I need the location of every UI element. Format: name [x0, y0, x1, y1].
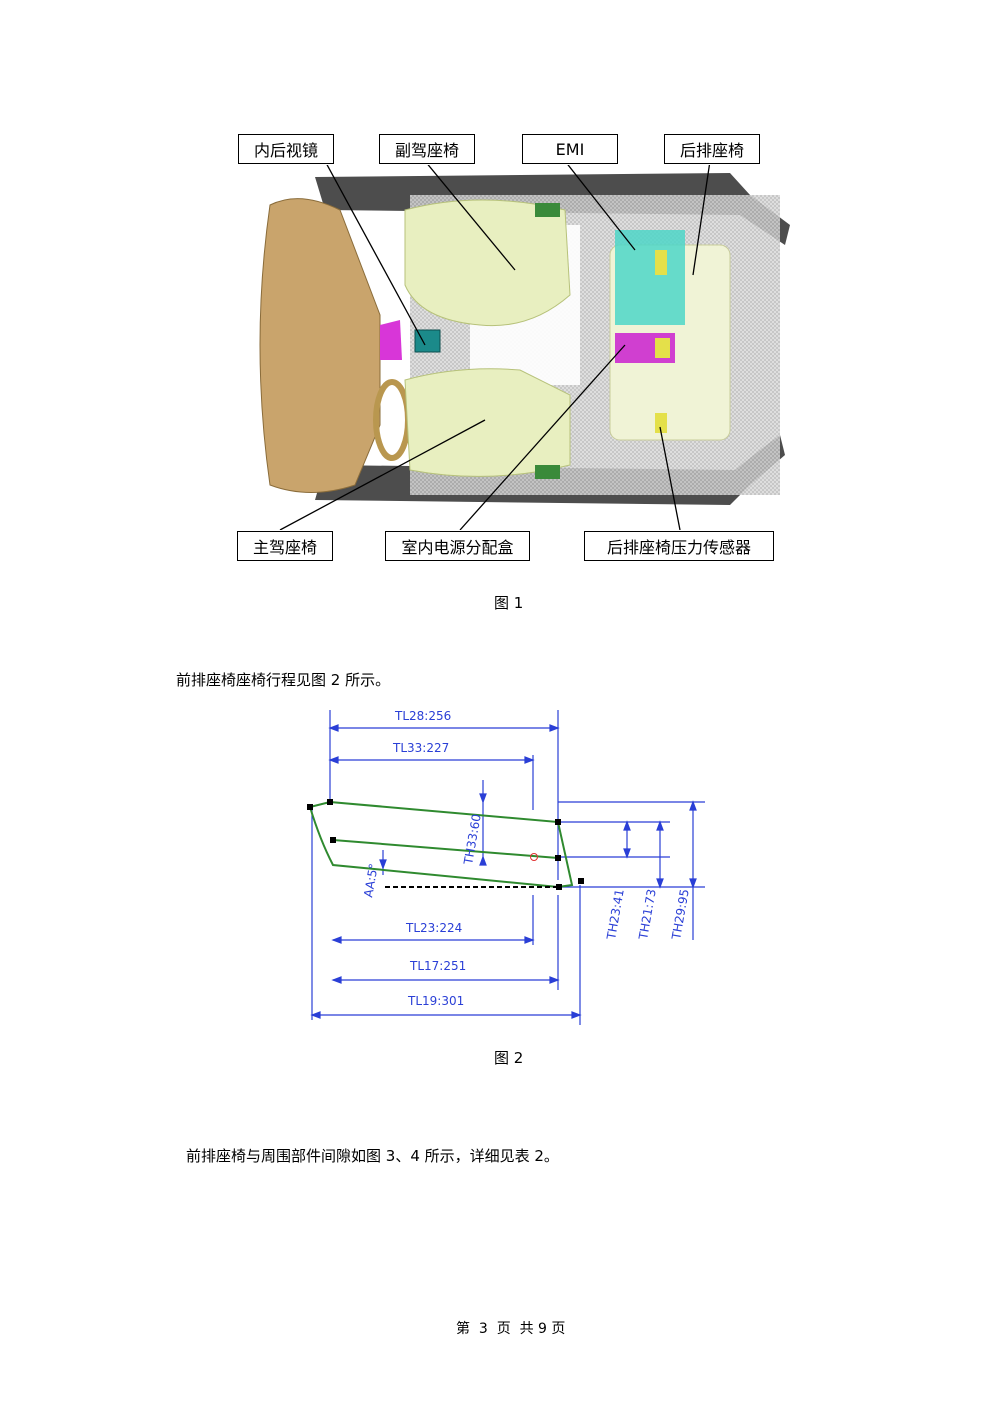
dim-tl28: TL28:256 [394, 709, 451, 723]
label-passenger-seat: 副驾座椅 [379, 134, 475, 164]
paragraph-clearance: 前排座椅与周围部件间隙如图 3、4 所示，详细见表 2。 [186, 1147, 559, 1165]
dim-tl23: TL23:224 [405, 921, 462, 935]
dim-th21: TH21:73 [636, 888, 659, 942]
figure2-caption: 图 2 [494, 1049, 524, 1067]
label-driver-seat: 主驾座椅 [237, 531, 333, 561]
label-power-box: 室内电源分配盒 [385, 531, 530, 561]
dim-aa: AA:5° [361, 862, 381, 898]
label-emi: EMI [522, 134, 618, 164]
vehicle-interior-illustration [259, 165, 790, 530]
dim-th29: TH29:95 [669, 888, 692, 942]
seat-travel-diagram: TL28:256 TL33:227 TH33:60 AA:5° TL23:224… [307, 709, 705, 1025]
dim-tl33: TL33:227 [392, 741, 449, 755]
dim-tl17: TL17:251 [409, 959, 466, 973]
dim-tl19: TL19:301 [407, 994, 464, 1008]
label-rear-seat: 后排座椅 [664, 134, 760, 164]
page-footer: 第 3 页 共 9 页 [456, 1321, 566, 1337]
label-rear-sensor: 后排座椅压力传感器 [584, 531, 774, 561]
dim-th23: TH23:41 [604, 888, 627, 942]
paragraph-seat-travel: 前排座椅座椅行程见图 2 所示。 [176, 671, 391, 689]
dim-th33: TH33:60 [461, 813, 484, 867]
figure1-caption: 图 1 [494, 594, 524, 612]
label-mirror: 内后视镜 [238, 134, 334, 164]
